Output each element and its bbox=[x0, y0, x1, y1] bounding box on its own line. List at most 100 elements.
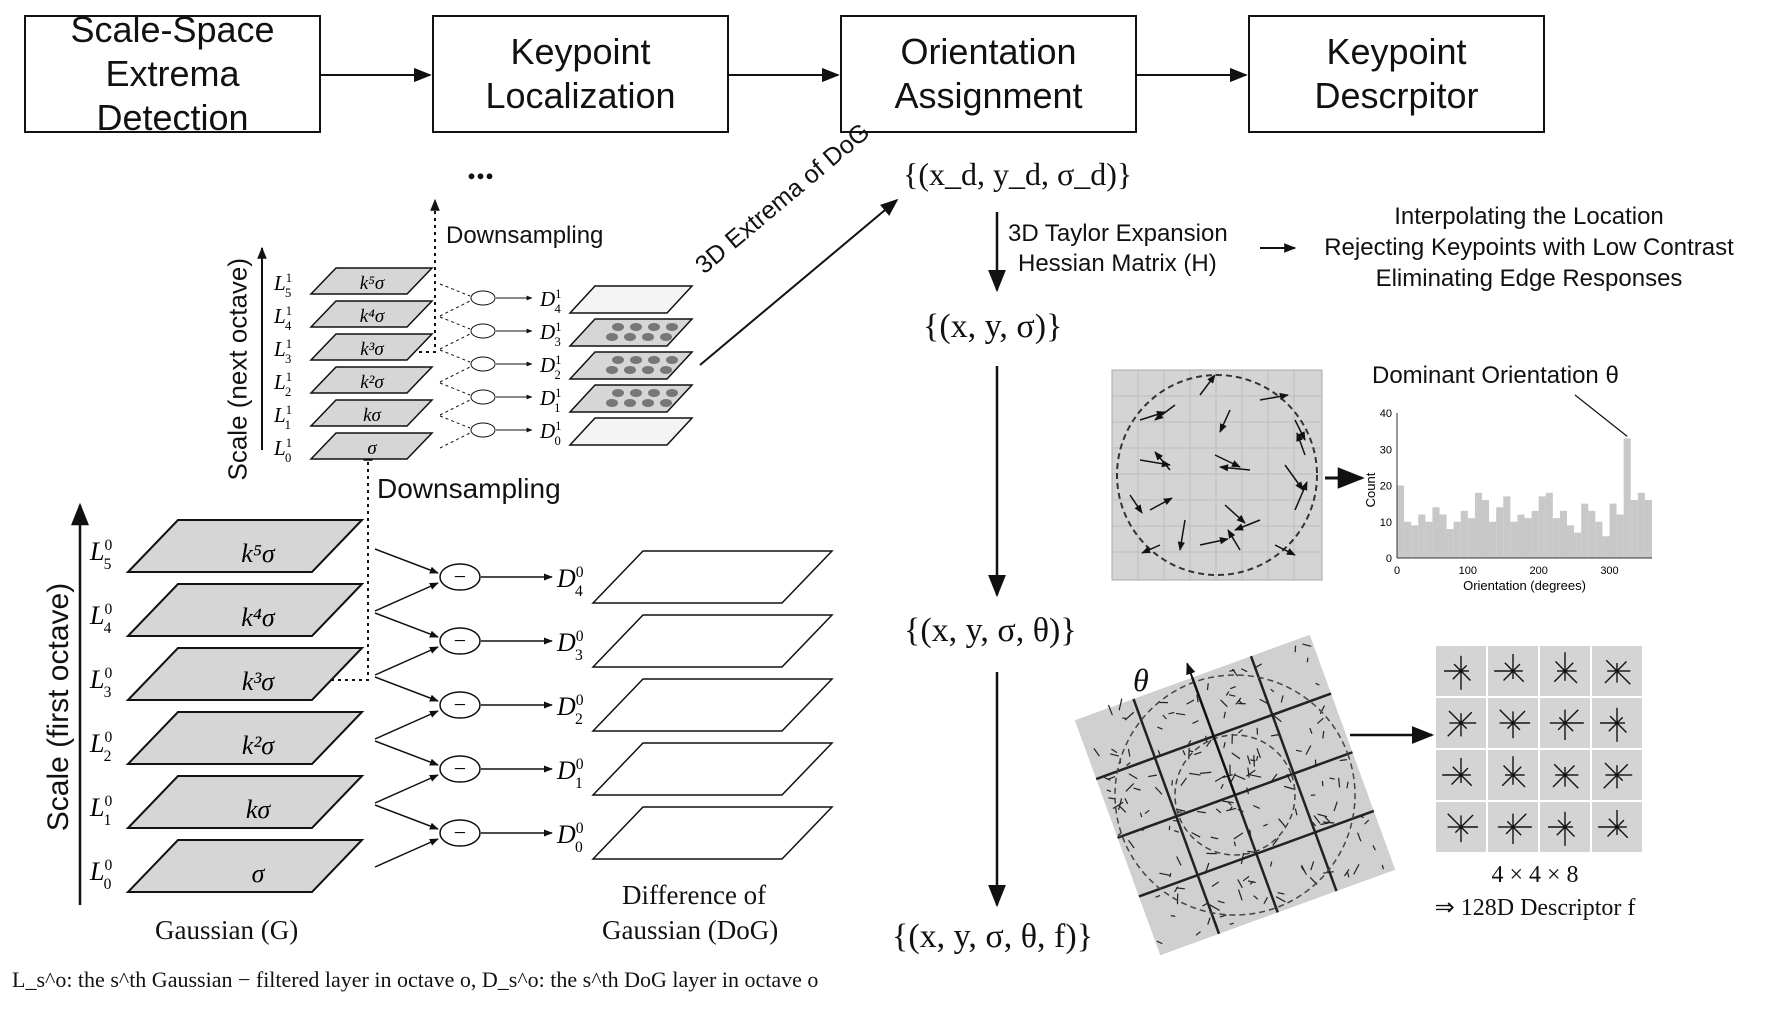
next-gaussian-layer bbox=[309, 366, 434, 394]
histogram-bar bbox=[1524, 518, 1532, 558]
next-gaussian-scale-label: k⁴σ bbox=[360, 306, 385, 327]
histogram-bar bbox=[1467, 518, 1475, 558]
set-xystf: {(x, y, σ, θ, f)} bbox=[892, 918, 1094, 955]
next-gaussian-layer bbox=[309, 333, 434, 361]
next-dog-layer bbox=[568, 318, 694, 347]
descriptor-bin bbox=[1512, 663, 1521, 672]
neighbor-dot bbox=[624, 333, 636, 341]
neighbor-dot bbox=[606, 366, 618, 374]
downsampling-mid-arrow bbox=[310, 448, 373, 681]
descriptor-bin bbox=[1616, 716, 1624, 724]
neighbor-dot bbox=[660, 366, 672, 374]
taylor-line2: Hessian Matrix (H) bbox=[1018, 250, 1217, 277]
next-gaussian-layer bbox=[309, 300, 434, 328]
descriptor-bin bbox=[1453, 663, 1462, 672]
subtract-symbol: − bbox=[454, 564, 466, 589]
descriptor-bin bbox=[1512, 813, 1527, 828]
descriptor-bin bbox=[1452, 670, 1462, 680]
descriptor-bin bbox=[1564, 765, 1575, 776]
subtract-node bbox=[439, 755, 481, 783]
subtract-symbol: − bbox=[454, 692, 466, 717]
neighbor-dot bbox=[666, 323, 678, 331]
descriptor-bin bbox=[1553, 763, 1566, 776]
refine-line-1: Interpolating the Location bbox=[1394, 203, 1664, 230]
descriptor-bin bbox=[1460, 774, 1473, 787]
gaussian-scale-label: k⁴σ bbox=[241, 603, 276, 632]
descriptor-bin bbox=[1505, 826, 1514, 835]
neighbor-dot bbox=[630, 389, 642, 397]
histogram-bar bbox=[1446, 529, 1454, 558]
histogram-bar bbox=[1404, 521, 1412, 558]
refine-line-2: Rejecting Keypoints with Low Contrast bbox=[1324, 234, 1734, 261]
next-subtract-node bbox=[470, 290, 496, 306]
neighbor-dot bbox=[666, 389, 678, 397]
neighbor-dot bbox=[630, 356, 642, 364]
descriptor-bin bbox=[1503, 765, 1514, 776]
dog-layer bbox=[591, 806, 834, 860]
descriptor-bin bbox=[1460, 670, 1471, 681]
neighbor-dot bbox=[648, 356, 660, 364]
descriptor-bin bbox=[1564, 826, 1575, 837]
descriptor-bin bbox=[1460, 664, 1468, 672]
descriptor-bin bbox=[1603, 774, 1618, 789]
histogram-bar bbox=[1397, 485, 1405, 558]
descriptor-bin bbox=[1447, 722, 1462, 737]
histogram-bar bbox=[1552, 518, 1560, 558]
descriptor-bin bbox=[1616, 774, 1624, 782]
histogram-bar bbox=[1432, 507, 1440, 558]
descriptor-bin bbox=[1503, 670, 1514, 681]
gaussian-layer bbox=[125, 839, 365, 893]
gaussian-scale-label: k³σ bbox=[242, 667, 275, 696]
descriptor-size-label: 4 × 4 × 8 bbox=[1491, 862, 1579, 888]
histogram-bar bbox=[1630, 500, 1638, 558]
dog-layer bbox=[591, 742, 834, 796]
neighbor-dot bbox=[612, 356, 624, 364]
theta-label: θ bbox=[1133, 662, 1149, 698]
histogram-xtick: 0 bbox=[1394, 565, 1400, 577]
descriptor-bin bbox=[1564, 820, 1572, 828]
gaussian-layer bbox=[125, 519, 365, 573]
descriptor-bin bbox=[1607, 826, 1618, 837]
dominant-pointer bbox=[1574, 394, 1628, 437]
descriptor-bin bbox=[1447, 813, 1462, 828]
next-dog-layer bbox=[568, 384, 694, 413]
histogram-ytick: 0 bbox=[1386, 553, 1392, 565]
next-subtract-node bbox=[470, 356, 496, 372]
neighbor-dot bbox=[606, 333, 618, 341]
stage-scale-space-box: Scale-Space Extrema Detection bbox=[24, 9, 321, 138]
next-dog-layer bbox=[568, 351, 694, 380]
descriptor-bin bbox=[1512, 722, 1521, 731]
descriptor-bin bbox=[1564, 670, 1578, 684]
descriptor-bin bbox=[1556, 826, 1566, 836]
descriptor-bin bbox=[1506, 722, 1514, 730]
next-subtract-input bbox=[439, 382, 471, 396]
rotated-descriptor-patch bbox=[1074, 634, 1396, 956]
stage-descriptor-box: Keypoint Descrpitor bbox=[1248, 15, 1545, 133]
descriptor-bin bbox=[1564, 709, 1579, 724]
neighbor-dot bbox=[612, 323, 624, 331]
next-subtract-input bbox=[439, 333, 471, 350]
histogram-xtick: 300 bbox=[1600, 565, 1618, 577]
descriptor-bin bbox=[1512, 670, 1525, 683]
histogram-bar bbox=[1623, 438, 1631, 558]
next-gaussian-scale-label: σ bbox=[367, 438, 377, 459]
subtract-input-arrow bbox=[374, 548, 439, 574]
neighbor-dot bbox=[666, 356, 678, 364]
stage-orientation-box: Orientation Assignment bbox=[840, 15, 1137, 133]
descriptor-bin bbox=[1460, 711, 1473, 724]
descriptor-bin bbox=[1558, 716, 1566, 724]
histogram-ytick: 40 bbox=[1380, 408, 1392, 420]
set-dog-extrema: {(x_d, y_d, σ_d)} bbox=[903, 156, 1133, 192]
histogram-bar bbox=[1616, 514, 1624, 558]
descriptor-bin bbox=[1460, 826, 1469, 835]
taylor-line1: 3D Taylor Expansion bbox=[1008, 220, 1228, 247]
subtract-node bbox=[439, 691, 481, 719]
